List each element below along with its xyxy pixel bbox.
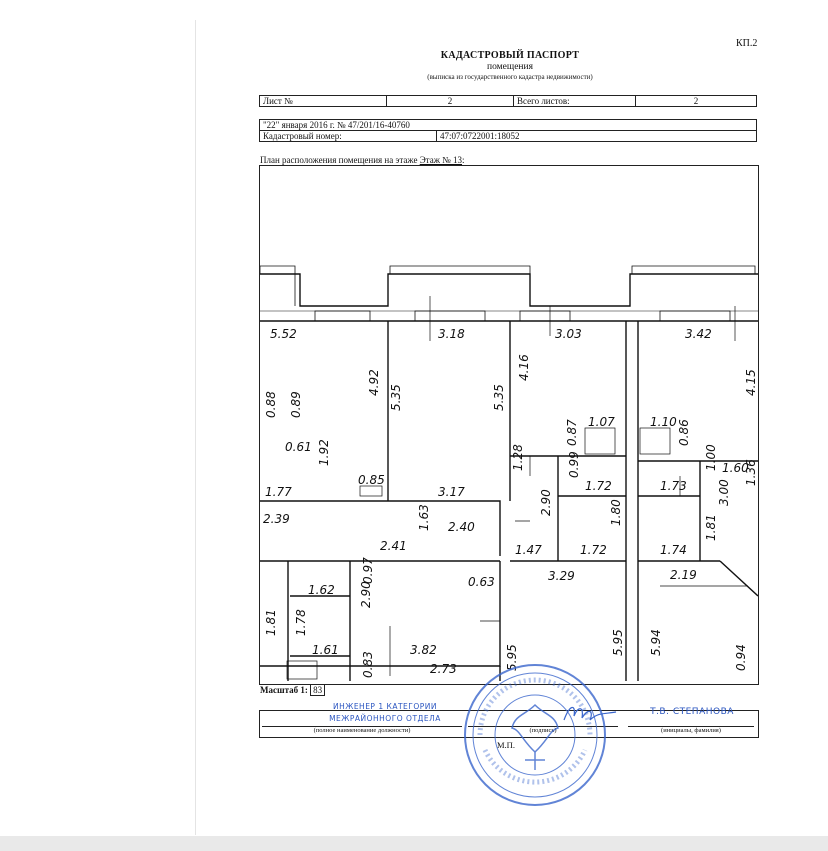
plan-dimension-label: 5.95 [611,629,625,656]
plan-dimension-label: 3.29 [548,569,575,583]
plan-dimension-label: 1.36 [744,459,758,486]
plan-dimension-label: 5.52 [270,327,297,341]
plan-dimension-label: 2.90 [539,489,553,516]
plan-dimension-label: 4.16 [517,354,531,381]
plan-dimension-label: 4.15 [744,369,758,396]
plan-dimension-label: 1.77 [265,485,292,499]
plan-dimension-label: 1.62 [308,583,335,597]
plan-dimension-label: 1.74 [660,543,687,557]
scale: Масштаб 1: 83 [260,684,326,696]
plan-dimension-label: 1.78 [294,609,308,636]
plan-dimension-label: 0.63 [468,575,495,589]
signoff-box [259,710,759,738]
position-line-2: МЕЖРАЙОННОГО ОТДЕЛА [329,714,441,723]
plan-dimension-label: 1.28 [511,444,525,471]
plan-dimension-label: 3.17 [438,485,465,499]
page-edge [195,20,196,835]
sheet-table: Лист № 2 Всего листов: 2 [259,95,757,107]
plan-dimensions: 5.52 3.18 3.03 3.42 4.92 5.35 5.35 4.16 4.15 0.88… [263,327,758,678]
signer-position: ИНЖЕНЕР 1 КАТЕГОРИИ МЕЖРАЙОННОГО ОТДЕЛА [300,701,470,725]
plan-dimension-label: 1.92 [317,439,331,466]
plan-dimension-label: 2.90 [359,581,373,608]
official-seal-icon [464,664,606,806]
plan-dimension-label: 0.87 [565,419,579,446]
plan-dimension-label: 3.03 [555,327,582,341]
plan-dimension-label: 1.72 [585,479,612,493]
name-line [628,726,754,727]
plan-dimension-label: 2.40 [448,520,475,534]
plan-dimension-label: 2.19 [670,568,697,582]
cadastral-number: 47:07:0722001:18052 [436,130,757,142]
record-table: "22" января 2016 г. № 47/201/16-40760 Ка… [259,119,757,142]
plan-dimension-label: 2.41 [380,539,407,553]
scale-value: 83 [310,684,326,696]
plan-dimension-label: 3.00 [717,479,731,506]
plan-fixtures [286,296,748,680]
plan-dimension-label: 4.92 [367,369,381,396]
plan-floor: Этаж № 13 [419,155,463,165]
plan-dimension-label: 1.47 [515,543,542,557]
plan-caption: План расположения помещения на этаже Эта… [260,155,465,165]
plan-dimension-label: 3.42 [685,327,712,341]
plan-dimension-label: 0.89 [289,391,303,418]
plan-dimension-label: 3.18 [438,327,465,341]
plan-walls [260,265,758,681]
position-line [262,726,462,727]
signature-caption: (подпись) [529,727,557,734]
doc-code: КП.2 [736,38,758,49]
plan-dimension-label: 5.94 [649,629,663,656]
doc-subnote: (выписка из государственного кадастра не… [427,73,593,81]
plan-dimension-label: 1.80 [609,499,623,526]
plan-dimension-label: 1.72 [580,543,607,557]
doc-title: КАДАСТРОВЫЙ ПАСПОРТ [440,50,580,61]
name-caption: (инициалы, фамилия) [661,727,721,734]
plan-caption-text: План расположения помещения на этаже [260,155,418,165]
plan-dimension-label: 0.97 [361,557,375,584]
plan-dimension-label: 2.39 [263,512,290,526]
viewer-bottom-bar [0,836,828,851]
plan-dimension-label: 0.88 [264,391,278,418]
stamp-mark: М.П. [497,740,515,750]
plan-dimension-label: 1.81 [704,514,718,541]
plan-dimension-label: 2.73 [430,662,457,676]
floor-plan-drawing: 5.52 3.18 3.03 3.42 4.92 5.35 5.35 4.16 4.15 0.88… [260,265,758,681]
plan-dimension-label: 5.35 [492,384,506,411]
plan-dimension-label: 1.81 [264,609,278,636]
plan-dimension-label: 1.10 [650,415,677,429]
plan-dimension-label: 1.73 [660,479,687,493]
plan-dimension-label: 5.35 [389,384,403,411]
plan-dimension-label: 1.07 [588,415,615,429]
total-label: Всего листов: [513,95,636,107]
signer-name: Т.В. СТЕПАНОВА [650,707,734,717]
floor-plan: 5.52 3.18 3.03 3.42 4.92 5.35 5.35 4.16 4.15 0.88… [259,165,759,685]
plan-dimension-label: 0.61 [285,440,312,454]
sheet-label: Лист № [259,95,387,107]
plan-dimension-label: 0.86 [677,419,691,446]
plan-dimension-label: 0.94 [734,644,748,671]
signature-line [468,726,618,727]
plan-dimension-label: 5.95 [505,644,519,671]
total-sheets: 2 [635,95,757,107]
plan-dimension-label: 0.83 [361,651,375,678]
scale-label: Масштаб 1: [260,685,308,695]
position-line-1: ИНЖЕНЕР 1 КАТЕГОРИИ [332,702,437,711]
sheet-number: 2 [386,95,514,107]
position-caption: (полное наименование должности) [313,727,411,734]
cadastral-label: Кадастровый номер: [259,130,437,142]
plan-dimension-label: 1.63 [417,504,431,531]
plan-dimension-label: 0.85 [358,473,385,487]
doc-subtitle: помещения [487,62,533,72]
plan-dimension-label: 3.82 [410,643,437,657]
record-date-number: "22" января 2016 г. № 47/201/16-40760 [259,119,757,131]
signature-icon [563,706,617,721]
plan-dimension-label: 1.00 [704,444,718,471]
plan-dimension-label: 0.99 [567,451,581,478]
plan-dimension-label: 1.61 [312,643,339,657]
plan-dimension-label: 1.60 [722,461,749,475]
